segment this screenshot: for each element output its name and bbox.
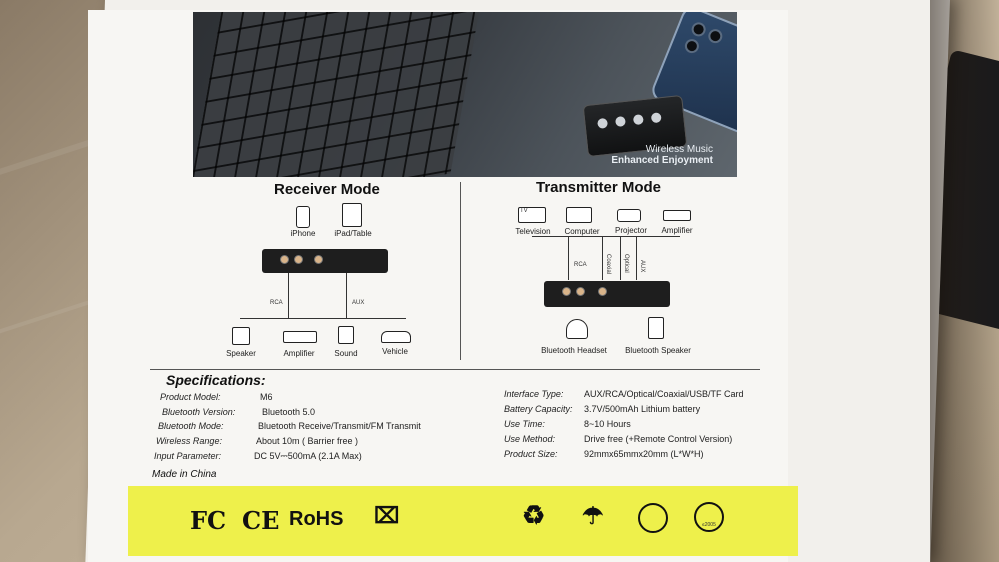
mode-divider: [460, 182, 461, 360]
car-icon: [381, 331, 411, 343]
section-divider: [150, 369, 760, 370]
rca-jack: [294, 255, 303, 264]
spec-key: Use Time:: [504, 419, 545, 429]
receiver-device-diagram: [262, 249, 388, 273]
source-label: Computer: [564, 227, 600, 236]
spec-value: AUX/RCA/Optical/Coaxial/USB/TF Card: [584, 389, 744, 399]
device-button: [614, 116, 626, 127]
output-label: Amplifier: [283, 349, 315, 358]
output-label: Vehicle: [382, 347, 408, 356]
tv-text: TV: [520, 208, 528, 214]
spec-value: 92mmx65mmx20mm (L*W*H): [584, 449, 704, 459]
spec-key: Use Method:: [504, 434, 556, 444]
spec-value: 8~10 Hours: [584, 419, 631, 429]
source-label: iPhone: [290, 229, 316, 238]
sound-icon: [338, 326, 354, 344]
headset-icon: [566, 319, 588, 339]
rca-jack: [576, 287, 585, 296]
wire-label: Optical: [623, 254, 629, 273]
source-label: Amplifier: [661, 226, 693, 235]
bluetooth-speaker-icon: [648, 317, 664, 339]
transmitter-device-diagram: [544, 281, 670, 307]
device-button: [632, 114, 644, 126]
wire-label: Coaxial: [605, 254, 611, 275]
aux-wire: [636, 236, 637, 280]
receiver-mode-title: Receiver Mode: [274, 181, 380, 198]
source-label: Projector: [614, 226, 647, 235]
keyboard-image: [193, 12, 488, 177]
fire-warning-icon: [638, 503, 668, 533]
made-in-label: Made in China: [152, 469, 217, 480]
hero-line-2: Enhanced Enjoyment: [611, 155, 713, 166]
spec-value: Bluetooth 5.0: [262, 407, 316, 417]
aux-wire: [346, 273, 347, 318]
spec-key: Input Parameter:: [154, 451, 222, 461]
spec-value: Drive free (+Remote Control Version): [584, 434, 733, 444]
coaxial-wire: [602, 236, 603, 280]
output-bus-wire: [240, 318, 406, 319]
source-label: Television: [515, 227, 551, 236]
rca-wire: [288, 273, 289, 318]
age-text: ≤2005: [702, 522, 716, 528]
computer-icon: [566, 207, 592, 223]
wire-label: RCA: [574, 262, 587, 268]
coaxial-jack: [314, 255, 323, 264]
optical-wire: [620, 236, 621, 280]
spec-key: Wireless Range:: [156, 436, 222, 446]
spec-key: Bluetooth Version:: [162, 407, 236, 417]
spec-key: Product Model:: [160, 392, 221, 402]
device-button: [597, 117, 609, 129]
specifications-title: Specifications:: [166, 372, 266, 388]
rca-jack: [280, 255, 289, 264]
rca-jack: [562, 287, 571, 296]
wire-label: RCA: [270, 300, 283, 306]
amplifier-icon: [283, 331, 317, 343]
fcc-mark: FC: [190, 506, 227, 535]
umbrella-icon: ☂: [582, 503, 604, 530]
camera-lens: [706, 27, 725, 46]
hero-line-1: Wireless Music: [645, 144, 713, 155]
iphone-icon: [296, 206, 310, 228]
recycle-icon: ♻: [522, 500, 546, 530]
output-label: Speaker: [226, 349, 256, 358]
wire-label: AUX: [639, 260, 645, 273]
weee-bin-icon: ⌧: [374, 503, 400, 528]
box-shadow: [930, 0, 999, 562]
hero-caption: Wireless Music Enhanced Enjoyment: [611, 144, 713, 166]
amplifier-icon: [663, 210, 691, 221]
spec-key: Product Size:: [504, 449, 558, 459]
transmitter-mode-title: Transmitter Mode: [536, 179, 662, 196]
spec-key: Bluetooth Mode:: [158, 421, 224, 431]
camera-lens: [689, 20, 708, 39]
speaker-icon: [232, 327, 250, 345]
certification-band: [128, 486, 798, 556]
spec-value: DC 5V⎓500mA (2.1A Max): [254, 451, 362, 461]
projector-icon: [617, 209, 641, 222]
age-warning-icon: [694, 502, 724, 532]
spec-value: Bluetooth Receive/Transmit/FM Transmit: [258, 421, 421, 431]
device-button: [650, 112, 662, 124]
source-bus-wire: [532, 236, 680, 237]
spec-key: Battery Capacity:: [504, 404, 573, 414]
camera-lens: [682, 36, 702, 56]
spec-value: About 10m ( Barrier free ): [256, 436, 359, 446]
hero-photo: Wireless Music Enhanced Enjoyment: [193, 12, 737, 177]
spec-key: Interface Type:: [504, 389, 564, 399]
output-label: Bluetooth Headset: [541, 346, 607, 355]
rohs-mark: RoHS: [289, 508, 344, 530]
ce-mark: CE: [242, 506, 280, 535]
spec-value: 3.7V/500mAh Lithium battery: [584, 404, 701, 414]
coaxial-jack: [598, 287, 607, 296]
spec-value: M6: [260, 392, 273, 402]
wire-label: AUX: [352, 300, 365, 306]
output-label: Bluetooth Speaker: [625, 346, 691, 355]
output-label: Sound: [334, 349, 358, 358]
tv-icon: [518, 207, 546, 223]
source-label: iPad/Table: [334, 229, 372, 238]
rca-wire: [568, 236, 569, 280]
ipad-icon: [342, 203, 362, 227]
